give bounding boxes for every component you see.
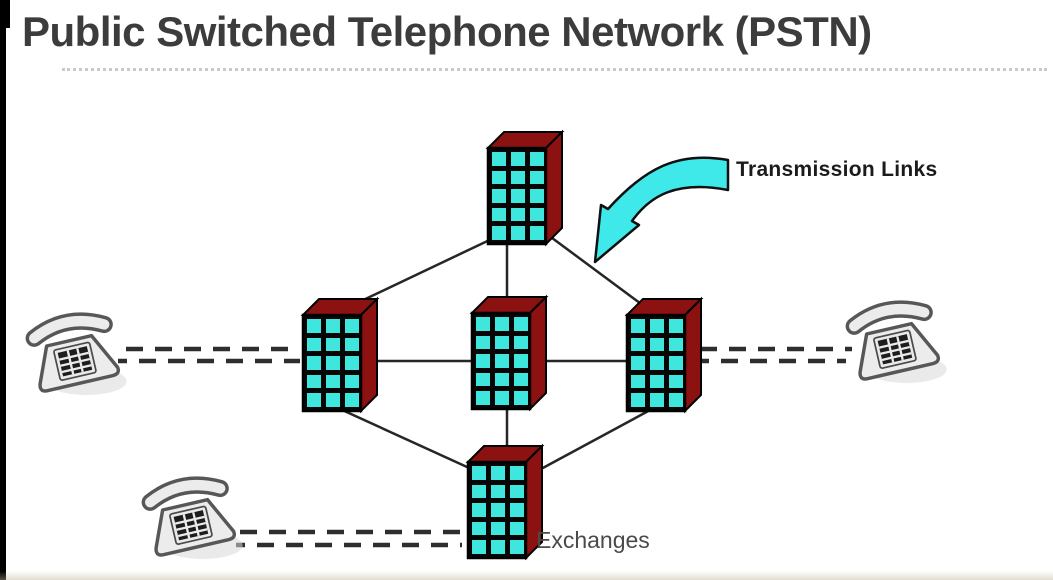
exchange-building-icon-center: [470, 295, 548, 411]
exchange-building-icon-left: [301, 297, 379, 413]
left-edge-bar: [0, 0, 6, 580]
exchange-building-icon-right: [625, 297, 703, 413]
bottom-edge-shade: [0, 571, 1053, 580]
desk-telephone-icon-left: [27, 314, 126, 396]
curved-arrow-icon: [593, 156, 730, 264]
desk-telephone-icon-right: [847, 302, 946, 384]
exchange-building-icon-bottom: [466, 444, 544, 560]
title-divider: [62, 68, 1047, 71]
exchanges-label: Exchanges: [536, 527, 650, 553]
desk-telephone-icon-bottom: [143, 478, 242, 560]
transmission-links-label: Transmission Links: [736, 158, 938, 181]
subscriber-line-dashes: [118, 346, 852, 548]
page-title: Public Switched Telephone Network (PSTN): [22, 8, 872, 55]
exchange-building-icon-top: [486, 130, 564, 246]
top-left-corner-notch: [0, 0, 10, 28]
